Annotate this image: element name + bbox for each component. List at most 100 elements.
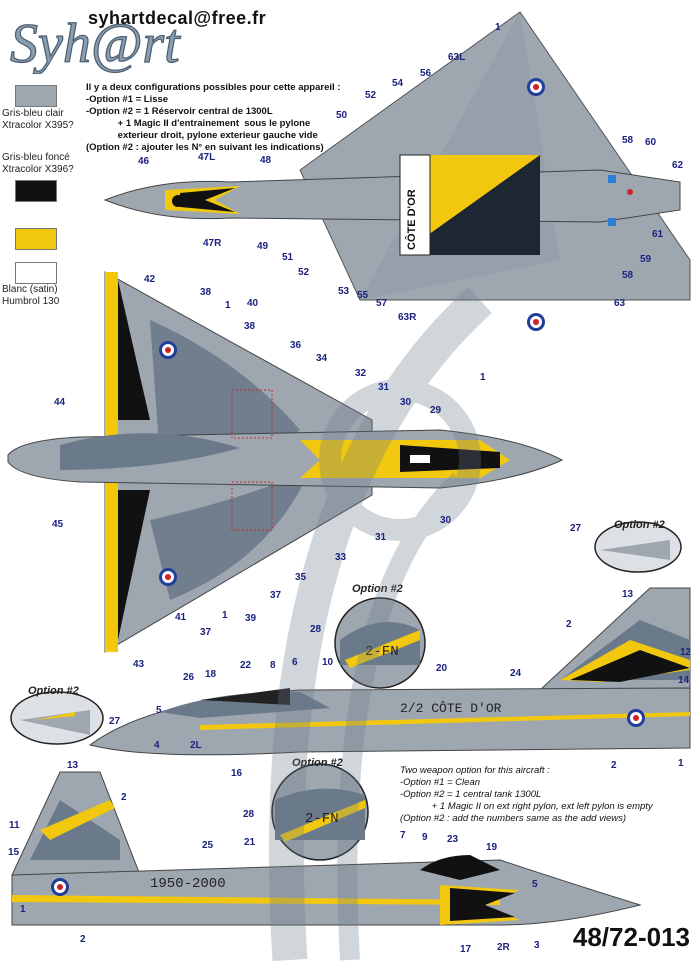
callout-number: 59 xyxy=(640,254,652,265)
callout-number: 19 xyxy=(486,842,498,853)
callout-number: 63R xyxy=(398,312,417,323)
option2-circle-2: 2-FN Option #2 xyxy=(334,583,426,689)
option2-label-2: Option #2 xyxy=(352,583,403,595)
callout-number: 38 xyxy=(244,321,256,332)
note-line: (Option #2 : ajouter les N° en suivant l… xyxy=(86,142,324,153)
callout-number: 48 xyxy=(260,155,272,166)
note-line: Two weapon option for this aircraft : xyxy=(400,765,550,776)
callout-number: 43 xyxy=(133,659,145,670)
callout-number: 23 xyxy=(447,834,459,845)
syhart-logo: Syh@rt xyxy=(9,12,181,74)
logo-text: Syh@rt xyxy=(10,13,181,74)
note-line: -Option #1 = Clean xyxy=(400,777,481,788)
callout-number: 53 xyxy=(338,286,350,297)
callout-number: 32 xyxy=(355,368,367,379)
note-line: -Option #2 = 1 central tank 1300L xyxy=(400,789,542,800)
legend-label: Blanc (satin)Humbrol 130 xyxy=(2,284,60,307)
callout-number: 27 xyxy=(570,523,582,534)
option2-tailcode-1: 2-FN xyxy=(365,644,399,660)
side-squadron-text: 2/2 CÔTE D'OR xyxy=(400,701,502,716)
callout-number: 20 xyxy=(436,663,448,674)
callout-number: 40 xyxy=(247,298,259,309)
callout-number: 58 xyxy=(622,135,634,146)
callout-number: 1 xyxy=(222,610,228,621)
callout-number: 57 xyxy=(376,298,388,309)
callout-number: 46 xyxy=(138,156,150,167)
callout-number: 38 xyxy=(200,287,212,298)
top-fin-text: CÔTE D'OR xyxy=(405,189,418,250)
callout-number: 17 xyxy=(460,944,472,955)
callout-number: 2 xyxy=(611,760,617,771)
roundel-bottom-2 xyxy=(159,568,177,586)
callout-number: 35 xyxy=(295,572,307,583)
option2-tailcode-2: 2-FN xyxy=(305,811,339,827)
callout-number: 51 xyxy=(282,252,294,263)
option2-circle-1: Option #2 xyxy=(594,519,682,573)
callout-number: 1 xyxy=(678,758,684,769)
callout-number: 28 xyxy=(310,624,322,635)
callout-number: 13 xyxy=(67,760,79,771)
callout-number: 25 xyxy=(202,840,214,851)
note-line: -Option #1 = Lisse xyxy=(86,94,169,105)
top-view: CÔTE D'OR xyxy=(103,11,691,331)
legend-swatch xyxy=(15,262,57,284)
callout-number: 5 xyxy=(532,879,538,890)
header-email[interactable]: syhartdecal@free.fr xyxy=(88,8,267,28)
callout-number: 14 xyxy=(678,675,690,686)
callout-number: 10 xyxy=(322,657,334,668)
callout-number: 26 xyxy=(183,672,195,683)
roundel-top-1 xyxy=(527,78,545,96)
callout-number: 44 xyxy=(54,397,66,408)
callout-number: 63 xyxy=(614,298,626,309)
callout-number: 1 xyxy=(20,904,26,915)
callout-number: 36 xyxy=(290,340,302,351)
note-line: + 1 Magic II on ext right pylon, ext lef… xyxy=(400,801,653,812)
side-view-left: 1950-2000 xyxy=(11,771,642,926)
side-anniversary-text: 1950-2000 xyxy=(150,876,226,892)
legend-swatch xyxy=(15,85,57,107)
callout-number: 62 xyxy=(672,160,684,171)
callout-number: 28 xyxy=(243,809,255,820)
notes-french: Il y a deux configurations possibles pou… xyxy=(86,82,340,154)
callout-number: 33 xyxy=(335,552,347,563)
callout-number: 49 xyxy=(257,241,269,252)
callout-number: 39 xyxy=(245,613,257,624)
note-line: exterieur droit, pylone exterieur gauche… xyxy=(86,130,318,141)
callout-number: 7 xyxy=(400,830,406,841)
option2-label-3: Option #2 xyxy=(28,685,79,697)
legend-swatch xyxy=(15,228,57,250)
callout-number: 9 xyxy=(422,832,428,843)
option2-circle-4: 2-FN Option #2 xyxy=(271,757,369,861)
roundel-side-left xyxy=(51,878,69,896)
callout-number: 1 xyxy=(495,22,501,33)
callout-number: 45 xyxy=(52,519,64,530)
roundel-side-right xyxy=(627,709,645,727)
callout-number: 47L xyxy=(198,152,215,163)
callout-number: 56 xyxy=(420,68,432,79)
callout-number: 29 xyxy=(430,405,442,416)
callout-number: 34 xyxy=(316,353,328,364)
callout-number: 2L xyxy=(190,740,202,751)
callout-number: 24 xyxy=(510,668,522,679)
callout-number: 1 xyxy=(480,372,486,383)
callout-number: 13 xyxy=(622,589,634,600)
bottom-view xyxy=(7,271,564,653)
callout-number: 12 xyxy=(680,647,692,658)
callout-number: 30 xyxy=(440,515,452,526)
callout-number: 16 xyxy=(231,768,243,779)
callout-number: 3 xyxy=(534,940,540,951)
callout-number: 54 xyxy=(392,78,404,89)
callout-number: 21 xyxy=(244,837,256,848)
callout-number: 2 xyxy=(566,619,572,630)
roundel-bottom-1 xyxy=(159,341,177,359)
callout-number: 2 xyxy=(121,792,127,803)
option2-label-4: Option #2 xyxy=(292,757,343,769)
callout-number: 31 xyxy=(375,532,387,543)
callout-number: 6 xyxy=(292,657,298,668)
callout-number: 30 xyxy=(400,397,412,408)
callout-number: 15 xyxy=(8,847,20,858)
